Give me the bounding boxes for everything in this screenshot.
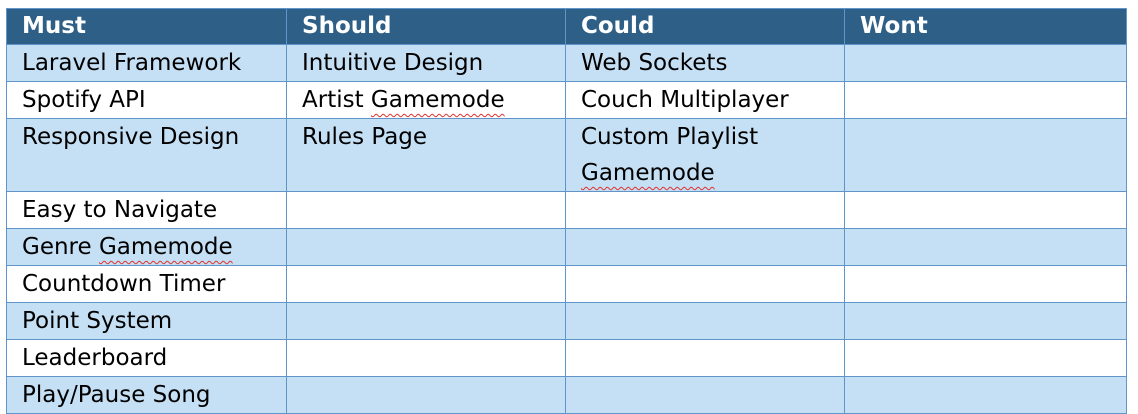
cell-text-prefix: Genre [22,234,99,260]
table-row: Laravel Framework Intuitive Design Web S… [6,44,1127,82]
cell-must[interactable]: Spotify API [6,81,287,119]
cell-could[interactable] [565,228,845,266]
table-row: Point System [6,302,1127,340]
cell-could[interactable] [565,376,845,414]
cell-should[interactable] [286,376,566,414]
table-row: Genre Gamemode [6,228,1127,266]
cell-could[interactable]: Couch Multiplayer [565,81,845,119]
cell-wont[interactable] [844,376,1127,414]
cell-wont[interactable] [844,228,1127,266]
cell-must[interactable]: Laravel Framework [6,44,287,82]
cell-should[interactable]: Intuitive Design [286,44,566,82]
table-row: Spotify API Artist Gamemode Couch Multip… [6,81,1127,119]
cell-wont[interactable] [844,118,1127,192]
spellcheck-flagged-word: Gamemode [370,87,505,113]
cell-should[interactable] [286,339,566,377]
cell-must[interactable]: Genre Gamemode [6,228,287,266]
table-row: Easy to Navigate [6,191,1127,229]
cell-wont[interactable] [844,81,1127,119]
cell-could[interactable] [565,339,845,377]
cell-must[interactable]: Easy to Navigate [6,191,287,229]
cell-should[interactable] [286,191,566,229]
spellcheck-flagged-word: Gamemode [98,234,233,260]
spellcheck-flagged-word: Gamemode [581,160,715,186]
cell-could[interactable]: Web Sockets [565,44,845,82]
header-could[interactable]: Could [565,8,845,45]
cell-wont[interactable] [844,191,1127,229]
cell-could[interactable] [565,265,845,303]
cell-wont[interactable] [844,265,1127,303]
cell-could[interactable] [565,302,845,340]
header-should[interactable]: Should [286,8,566,45]
table-row: Responsive Design Rules Page Custom Play… [6,118,1127,192]
moscow-priority-table: Must Should Could Wont Laravel Framework… [6,8,1127,414]
cell-could[interactable] [565,191,845,229]
cell-must[interactable]: Play/Pause Song [6,376,287,414]
cell-wont[interactable] [844,44,1127,82]
table-row: Countdown Timer [6,265,1127,303]
cell-should[interactable]: Artist Gamemode [286,81,566,119]
cell-should[interactable] [286,302,566,340]
cell-must[interactable]: Countdown Timer [6,265,287,303]
table-row: Leaderboard [6,339,1127,377]
cell-must[interactable]: Responsive Design [6,118,287,192]
header-must[interactable]: Must [6,8,287,45]
cell-should[interactable]: Rules Page [286,118,566,192]
cell-should[interactable] [286,228,566,266]
table-row: Play/Pause Song [6,376,1127,414]
cell-text-prefix: Artist [302,87,371,113]
cell-wont[interactable] [844,302,1127,340]
cell-text-line: Custom Playlist [581,124,759,150]
cell-should[interactable] [286,265,566,303]
header-wont[interactable]: Wont [844,8,1127,45]
cell-must[interactable]: Point System [6,302,287,340]
cell-must[interactable]: Leaderboard [6,339,287,377]
header-row: Must Should Could Wont [6,8,1127,45]
cell-wont[interactable] [844,339,1127,377]
